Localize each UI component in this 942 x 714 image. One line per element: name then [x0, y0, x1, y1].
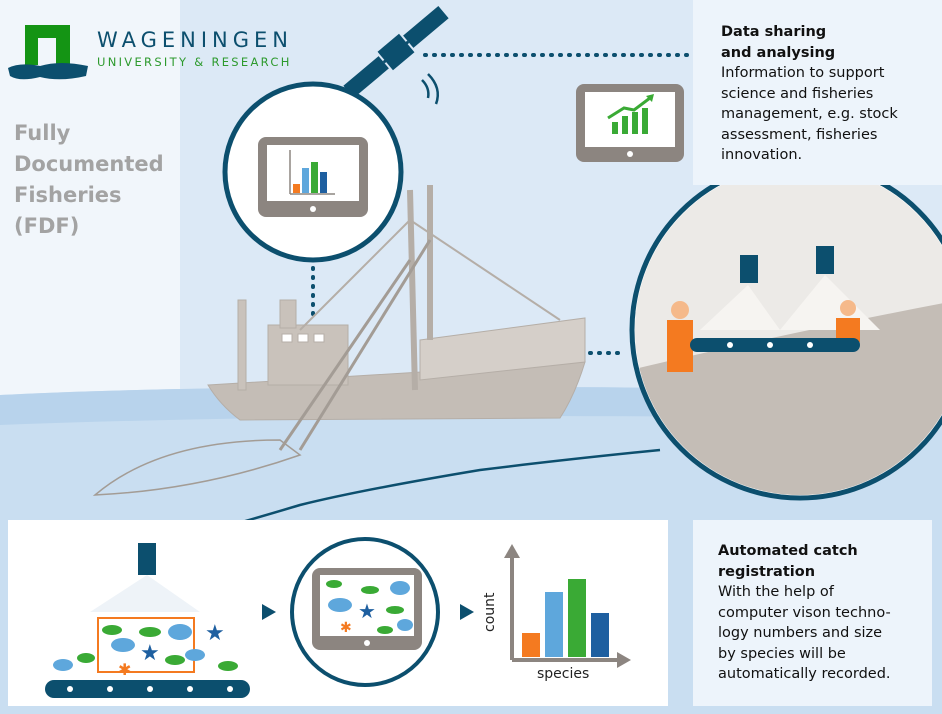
bar-blue — [545, 592, 563, 657]
heading: Automated catch — [718, 543, 858, 559]
body-line: innovation. — [721, 147, 803, 163]
tablet-growth-chart-icon — [576, 84, 684, 162]
arrow-right-icon — [262, 604, 276, 620]
conveyor-camera-scene: ★ ★ ✱ — [45, 543, 250, 698]
chart-x-label: species — [537, 666, 590, 682]
bar-orange — [522, 633, 540, 657]
svg-text:✱: ✱ — [340, 620, 352, 636]
title-line: Fully — [14, 121, 71, 145]
body-line: Information to support — [721, 65, 885, 81]
cable — [219, 448, 661, 530]
heading: Data sharing — [721, 24, 827, 40]
svg-text:★: ★ — [140, 641, 160, 666]
body-line: by species will be — [718, 645, 846, 662]
trawl-net — [92, 439, 302, 496]
title-line: (FDF) — [14, 214, 80, 238]
logo-subtitle: UNIVERSITY & RESEARCH — [97, 55, 292, 69]
catch-registration-box: Automated catch registration With the he… — [693, 520, 932, 706]
fishing-vessel — [207, 185, 586, 451]
body-line: management, e.g. stock — [721, 106, 898, 122]
bar-green — [568, 579, 586, 657]
wur-logo-icon — [8, 25, 88, 80]
svg-text:★: ★ — [205, 621, 225, 646]
data-sharing-box: Data sharing and analysing Information t… — [693, 0, 942, 185]
body-line: computer vison techno- — [718, 604, 891, 621]
signal-waves-icon — [421, 73, 439, 105]
body-line: assessment, fisheries — [721, 126, 878, 143]
heading: registration — [718, 563, 816, 580]
body-line: With the help of — [718, 584, 834, 600]
page-title: Fully Documented Fisheries (FDF) — [14, 118, 164, 242]
body-line: science and fisheries — [721, 85, 874, 102]
svg-text:★: ★ — [358, 599, 376, 623]
chart-y-label: count — [482, 592, 498, 633]
body-line: logy numbers and size — [718, 625, 883, 641]
heading: and analysing — [721, 44, 836, 61]
monitor-circle — [222, 81, 404, 263]
bar-darkblue — [591, 613, 609, 657]
body-line: automatically recorded. — [718, 666, 891, 682]
detection-circle: ★ ✱ — [290, 537, 440, 687]
arrow-right-icon — [460, 604, 474, 620]
title-line: Fisheries — [14, 183, 122, 207]
svg-text:✱: ✱ — [118, 660, 131, 679]
title-line: Documented — [14, 152, 164, 176]
onboard-camera-circle — [629, 159, 942, 501]
species-count-chart — [504, 544, 631, 668]
satellite-icon — [343, 6, 449, 98]
logo-wordmark: WAGENINGEN — [97, 28, 294, 52]
